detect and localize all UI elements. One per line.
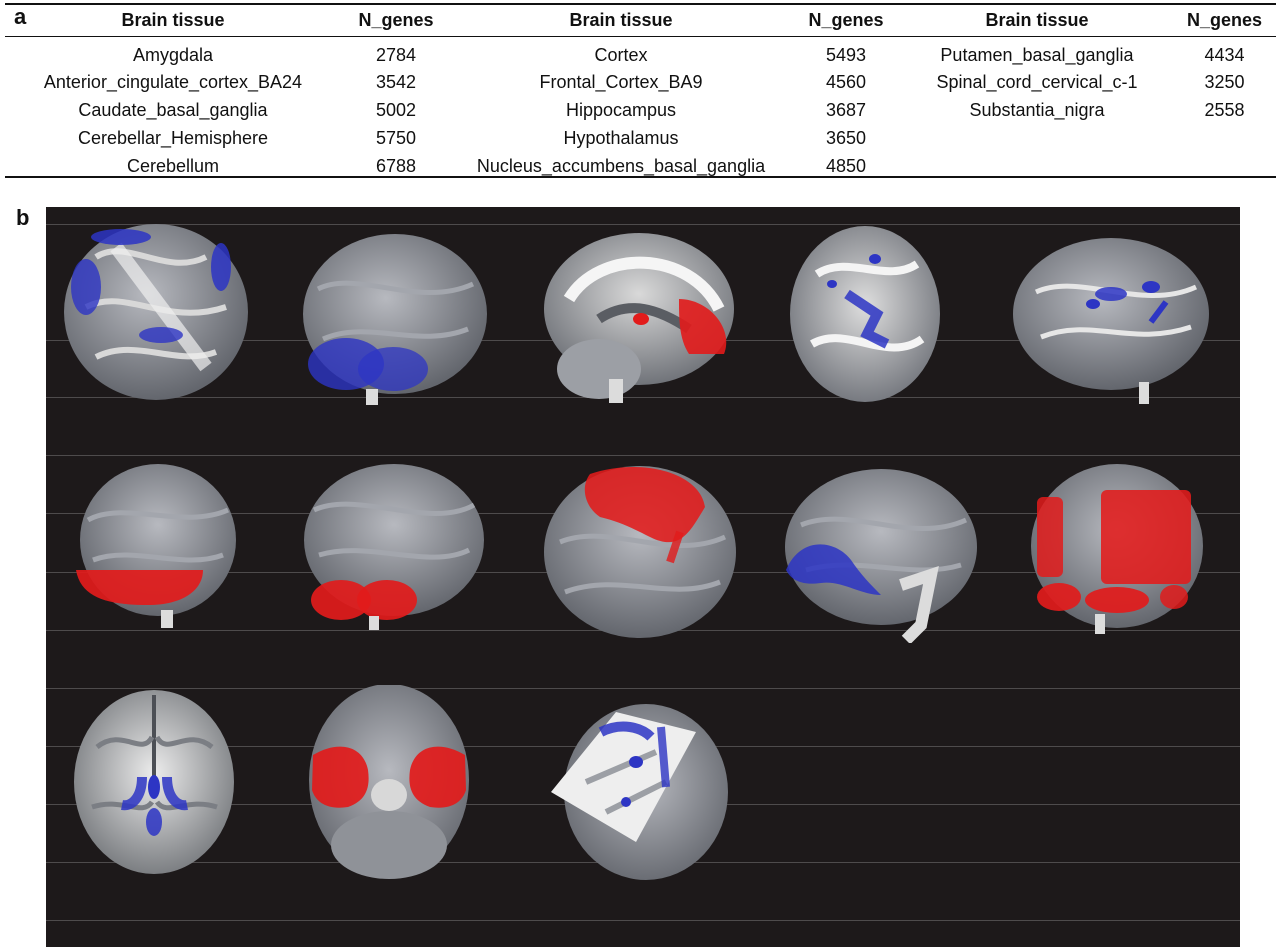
panel-b-label: b <box>16 205 30 230</box>
gene-count-cell: 3650 <box>825 127 867 148</box>
brain-render-8 <box>544 466 736 638</box>
tissue-cell <box>901 124 1173 152</box>
gene-count-cell: 4434 <box>1204 44 1245 65</box>
gene-count-cell: 2558 <box>1204 99 1245 120</box>
gene-count-cell <box>1173 124 1276 152</box>
gene-count-cell: 2784 <box>375 44 417 65</box>
tissue-cell: Hypothalamus <box>563 127 679 148</box>
brain-render-10 <box>1031 464 1203 634</box>
header-n-genes: N_genes <box>1186 9 1263 30</box>
brain-render-2 <box>303 234 487 405</box>
grid-line <box>46 455 1240 456</box>
gene-count-cell: 4850 <box>825 155 867 176</box>
gene-count-cell: 5493 <box>825 44 867 65</box>
tissue-cell: Substantia_nigra <box>969 99 1105 120</box>
header-brain-tissue: Brain tissue <box>121 9 225 30</box>
grid-line <box>46 224 1240 225</box>
tissue-cell: Anterior_cingulate_cortex_BA24 <box>43 71 303 92</box>
tissue-cell: Frontal_Cortex_BA9 <box>539 71 703 92</box>
header-brain-tissue: Brain tissue <box>569 9 673 30</box>
brain-render-panel <box>46 207 1240 947</box>
tissue-cell: Putamen_basal_ganglia <box>940 44 1134 65</box>
tissue-cell: Cerebellar_Hemisphere <box>77 127 269 148</box>
gene-count-cell: 5750 <box>375 127 417 148</box>
table-row: Cerebellum 6788 Nucleus_accumbens_basal_… <box>5 152 1276 180</box>
header-n-genes: N_genes <box>358 9 434 30</box>
tissue-cell: Caudate_basal_ganglia <box>78 99 268 120</box>
gene-count-cell: 4560 <box>825 71 867 92</box>
grid-line <box>46 688 1240 689</box>
tissue-cell: Cortex <box>594 44 648 65</box>
brain-render-4 <box>790 226 940 402</box>
brain-render-9 <box>785 469 977 643</box>
panel-a-label: a <box>14 4 27 29</box>
header-brain-tissue: Brain tissue <box>985 9 1089 30</box>
table-row: Cerebellar_Hemisphere 5750 Hypothalamus … <box>5 124 1276 152</box>
gene-count-table: Brain tissue N_genes Brain tissue N_gene… <box>5 4 1276 180</box>
tissue-cell: Nucleus_accumbens_basal_ganglia <box>476 155 766 176</box>
table-row: Caudate_basal_ganglia 5002 Hippocampus 3… <box>5 96 1276 124</box>
table-row: Anterior_cingulate_cortex_BA24 3542 Fron… <box>5 68 1276 96</box>
brain-render-7 <box>304 464 484 630</box>
gene-count-cell <box>1173 152 1276 180</box>
gene-count-cell: 3250 <box>1204 71 1245 92</box>
grid-line <box>46 920 1240 921</box>
brain-render-3 <box>544 233 734 403</box>
gene-count-cell: 3542 <box>375 71 417 92</box>
brain-render-11 <box>74 690 234 874</box>
brain-render-13 <box>551 704 728 880</box>
table-top-rule <box>5 3 1276 5</box>
gene-count-cell: 3687 <box>825 99 867 120</box>
tissue-cell: Hippocampus <box>565 99 677 120</box>
brain-render-12 <box>309 685 469 879</box>
brain-render-5 <box>1013 238 1209 404</box>
table-bottom-rule <box>5 176 1276 178</box>
table-header-rule <box>5 36 1276 37</box>
header-n-genes: N_genes <box>808 9 884 30</box>
gene-count-cell: 5002 <box>375 99 417 120</box>
grid-line <box>46 397 1240 398</box>
tissue-cell: Cerebellum <box>126 155 220 176</box>
gene-count-cell: 6788 <box>375 155 417 176</box>
brain-render-6 <box>76 464 236 628</box>
table-row: Amygdala 2784 Cortex 5493 Putamen_basal_… <box>5 36 1276 68</box>
tissue-cell <box>901 152 1173 180</box>
brain-render-1 <box>64 224 248 400</box>
tissue-cell: Spinal_cord_cervical_c-1 <box>936 71 1138 92</box>
tissue-cell: Amygdala <box>132 44 214 65</box>
table-header-row: Brain tissue N_genes Brain tissue N_gene… <box>5 4 1276 36</box>
